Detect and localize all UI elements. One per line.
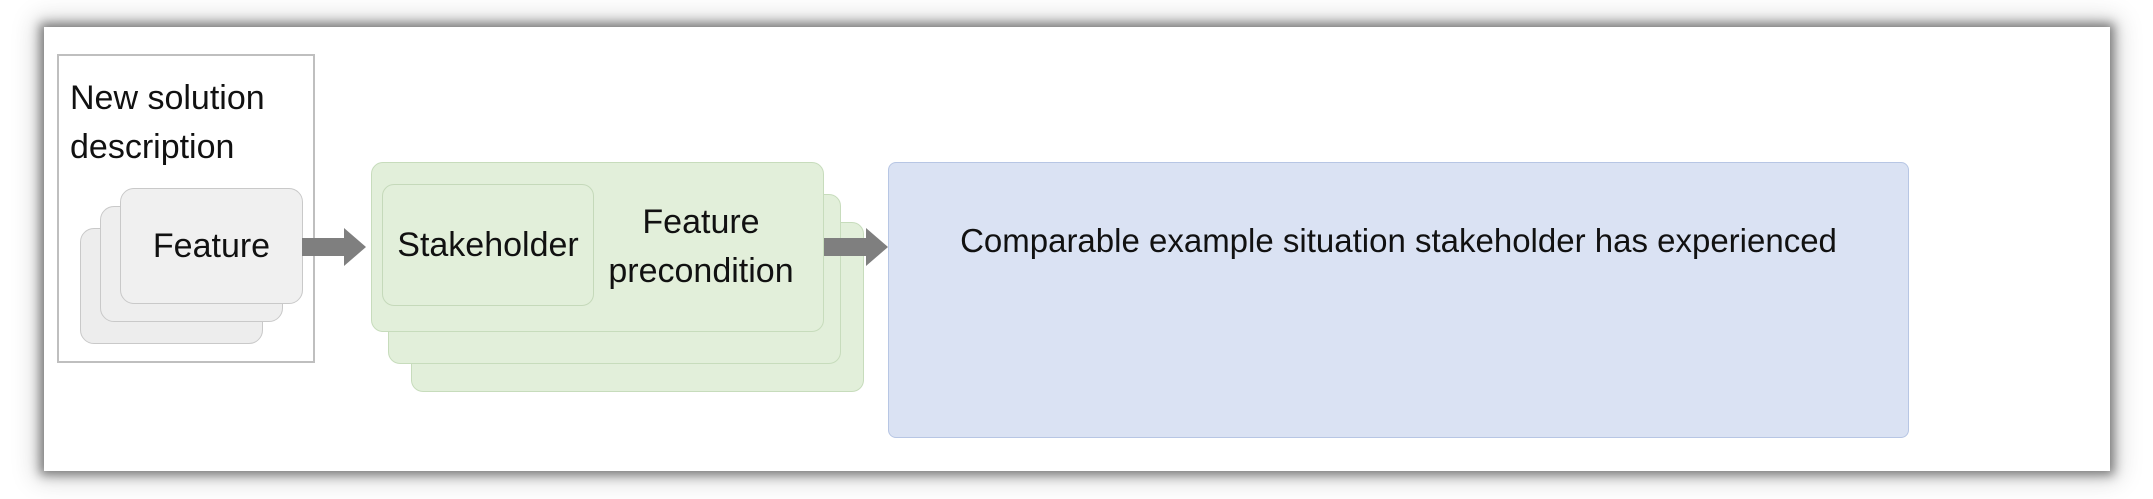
feature-label: Feature	[152, 226, 271, 265]
example-situation-box	[888, 162, 1909, 438]
arrow-right-icon	[824, 228, 888, 266]
example-situation-label: Comparable example situation stakeholder…	[960, 222, 1837, 259]
solution-description-title: New solution description	[70, 79, 265, 166]
feature-precondition-label: Feature precondition	[608, 203, 794, 290]
feature-card: Feature	[120, 188, 303, 304]
stakeholder-box: Stakeholder	[382, 184, 594, 306]
stakeholder-label: Stakeholder	[397, 225, 579, 264]
arrow-right-icon	[302, 228, 366, 266]
